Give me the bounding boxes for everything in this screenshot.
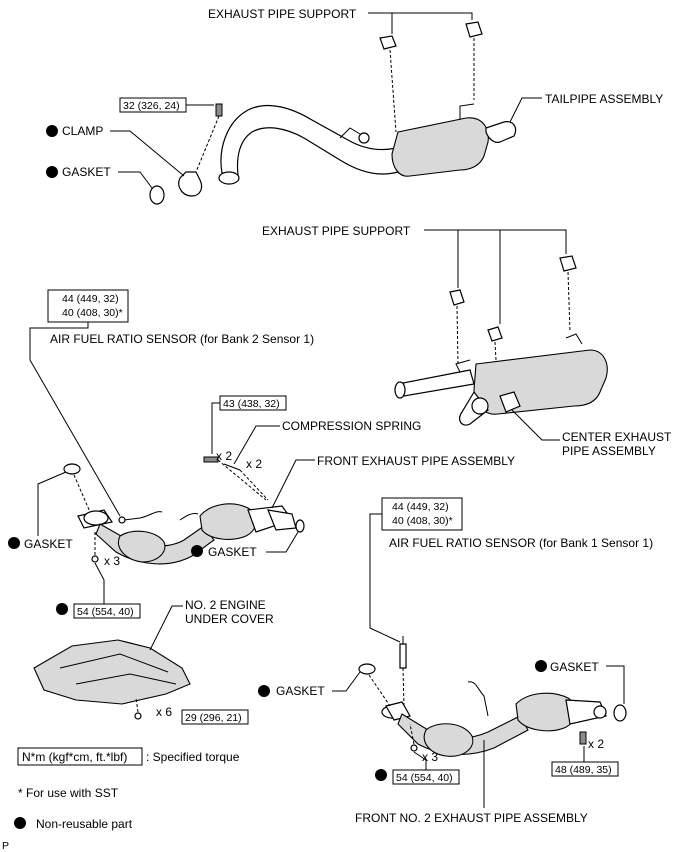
label-gasket-right-upper: GASKET xyxy=(550,660,599,674)
qty-x2-bolt: x 2 xyxy=(216,449,232,463)
non-reusable-dot-icon xyxy=(14,817,26,829)
exhaust-pipe-support-part-4 xyxy=(487,326,503,342)
nut-icon xyxy=(410,744,418,752)
label-gasket-left: GASKET xyxy=(24,537,73,551)
front-no2-exhaust-pipe-assembly xyxy=(358,636,627,757)
bolt-icon xyxy=(134,712,142,720)
torque-box-54a xyxy=(73,603,141,619)
torque-box-48 xyxy=(551,761,619,777)
label-clamp: CLAMP xyxy=(62,124,103,138)
non-reusable-dot-icon xyxy=(56,603,68,615)
tailpipe-assembly xyxy=(149,21,517,205)
label-front-exhaust-pipe: FRONT EXHAUST PIPE ASSEMBLY xyxy=(317,454,515,468)
legend-units: N*m (kgf*cm, ft.*lbf) xyxy=(22,750,127,764)
torque-44a: 44 (449, 32) xyxy=(62,293,119,305)
clamp-part xyxy=(178,171,203,197)
exhaust-pipe-support-part-2 xyxy=(465,21,483,38)
label-gasket-mid: GASKET xyxy=(208,545,257,559)
center-exhaust-pipe-assembly xyxy=(394,255,608,426)
torque-40a: 40 (408, 30)* xyxy=(62,307,123,319)
label-center-exhaust-line1: CENTER EXHAUST xyxy=(562,430,672,444)
legend-non-reusable: Non-reusable part xyxy=(36,817,133,831)
label-center-exhaust-line2: PIPE ASSEMBLY xyxy=(562,444,656,458)
torque-48: 48 (489, 35) xyxy=(555,764,612,776)
torque-29: 29 (296, 21) xyxy=(185,712,242,724)
exhaust-pipe-support-part-1 xyxy=(379,35,397,50)
non-reusable-dot-icon xyxy=(535,660,547,672)
bolt-icon xyxy=(203,456,219,463)
qty-x3-right: x 3 xyxy=(422,750,438,764)
gasket-part-top xyxy=(149,185,165,205)
label-gasket-top: GASKET xyxy=(62,165,111,179)
no2-engine-under-cover xyxy=(33,639,191,720)
non-reusable-dot-icon xyxy=(46,166,58,178)
front-exhaust-pipe-assembly xyxy=(63,456,305,565)
non-reusable-dot-icon xyxy=(375,769,387,781)
gasket-part-right xyxy=(613,704,627,722)
label-compression-spring: COMPRESSION SPRING xyxy=(282,419,421,433)
label-gasket-right-lower: GASKET xyxy=(276,684,325,698)
non-reusable-dot-icon xyxy=(258,685,270,697)
label-af-sensor-bank2: AIR FUEL RATIO SENSOR (for Bank 2 Sensor… xyxy=(50,332,314,346)
legend-sst-note: * For use with SST xyxy=(18,786,119,800)
non-reusable-dot-icon xyxy=(46,125,58,137)
torque-54b: 54 (554, 40) xyxy=(396,772,453,784)
qty-x2-right: x 2 xyxy=(588,737,604,751)
torque-40b: 40 (408, 30)* xyxy=(392,515,453,527)
qty-x6: x 6 xyxy=(156,705,172,719)
legend-specified-torque: : Specified torque xyxy=(146,750,240,764)
legend-units-box xyxy=(17,747,143,766)
gasket-part-left xyxy=(63,463,81,475)
exhaust-pipe-support-part-3 xyxy=(449,289,465,306)
label-front-no2-pipe: FRONT NO. 2 EXHAUST PIPE ASSEMBLY xyxy=(355,811,588,825)
torque-43: 43 (438, 32) xyxy=(223,398,280,410)
bolt-icon xyxy=(579,731,587,745)
bolt-icon xyxy=(215,103,223,117)
torque-box-bank2 xyxy=(47,289,129,323)
torque-54a: 54 (554, 40) xyxy=(77,606,134,618)
non-reusable-dot-icon xyxy=(191,545,203,557)
label-exhaust-pipe-support-top: EXHAUST PIPE SUPPORT xyxy=(208,7,357,21)
exhaust-pipe-support-part-5 xyxy=(559,255,577,272)
compression-spring-icon xyxy=(223,463,241,471)
label-exhaust-pipe-support-mid: EXHAUST PIPE SUPPORT xyxy=(262,224,411,238)
non-reusable-dot-icon xyxy=(8,537,20,549)
qty-x3-left: x 3 xyxy=(104,554,120,568)
corner-mark: P xyxy=(2,840,9,852)
torque-box-29 xyxy=(181,709,249,725)
nut-icon xyxy=(91,555,99,563)
torque-44b: 44 (449, 32) xyxy=(392,501,449,513)
gasket-part-right-lower xyxy=(358,663,376,675)
label-tailpipe-assembly: TAILPIPE ASSEMBLY xyxy=(545,92,663,106)
label-under-cover-line1: NO. 2 ENGINE xyxy=(185,598,266,612)
label-under-cover-line2: UNDER COVER xyxy=(185,612,274,626)
af-sensor-bank1-icon xyxy=(399,643,407,669)
torque-32: 32 (326, 24) xyxy=(123,100,180,112)
qty-x2-spring: x 2 xyxy=(246,457,262,471)
label-af-sensor-bank1: AIR FUEL RATIO SENSOR (for Bank 1 Sensor… xyxy=(389,536,653,550)
